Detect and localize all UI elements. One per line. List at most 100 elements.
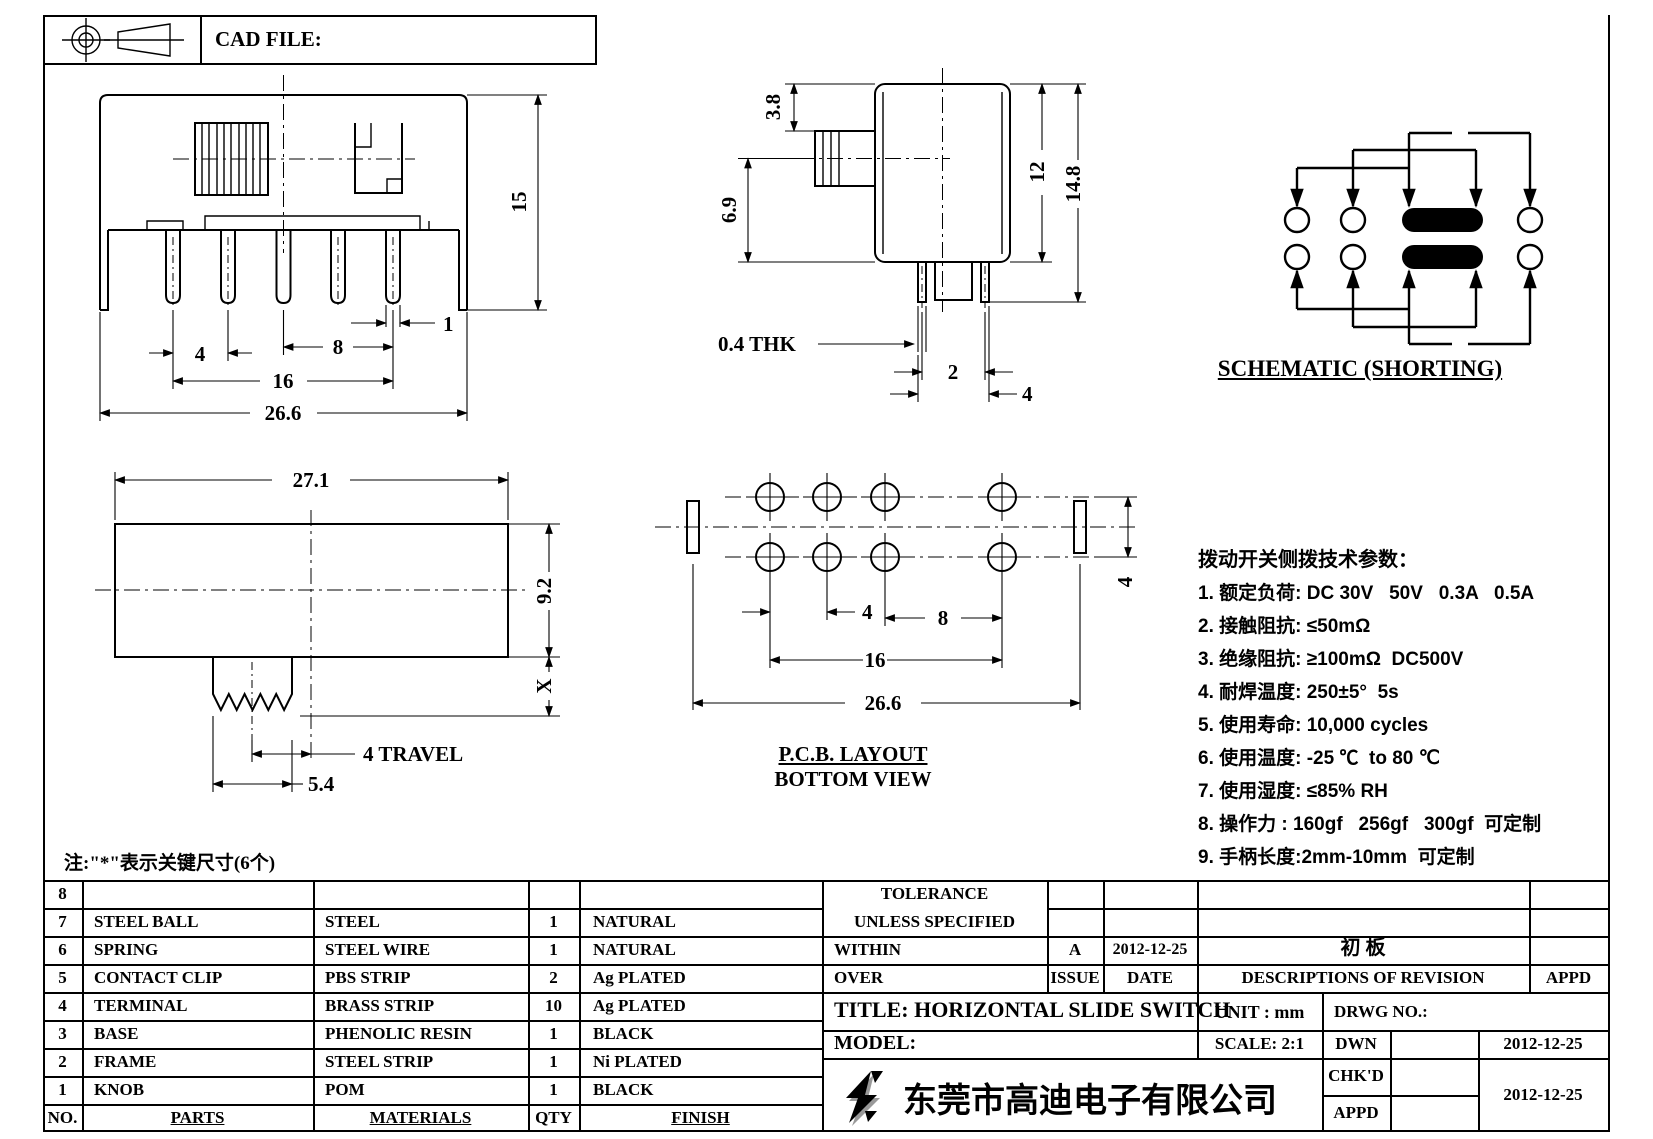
- model-label: MODEL:: [834, 1032, 917, 1054]
- bom-no: 1: [58, 1080, 67, 1099]
- bom-header-materials: MATERIALS: [369, 1108, 472, 1127]
- dim-label: 26.6: [265, 401, 302, 425]
- cad-block-bottom: [43, 63, 597, 65]
- third-angle-projection-icon: [62, 18, 110, 62]
- bom-material: PHENOLIC RESIN: [325, 1024, 472, 1043]
- bom-finish: NATURAL: [593, 912, 676, 931]
- pcb-slot: [1073, 500, 1087, 554]
- cad-block-right: [595, 15, 597, 65]
- dim-label: 16: [865, 648, 886, 672]
- pcb-caption-line2: BOTTOM VIEW: [774, 767, 932, 791]
- dim-label: 16: [273, 369, 294, 393]
- schematic-drawing: [1283, 131, 1544, 346]
- tech-params-block: 拨动开关侧拨技术参数： 1. 额定负荷: DC 30V 50V 0.3A 0.5…: [1198, 543, 1618, 874]
- bom-part: FRAME: [94, 1052, 157, 1071]
- bom-qty: 10: [545, 996, 562, 1015]
- bom-no: 2: [58, 1052, 67, 1071]
- bom-part: BASE: [94, 1024, 139, 1043]
- bom-finish: BLACK: [593, 1080, 654, 1099]
- bom-header-finish: FINISH: [671, 1108, 730, 1127]
- pcb-caption: P.C.B. LAYOUT BOTTOM VIEW: [763, 742, 943, 792]
- dim-label: 4: [1022, 382, 1033, 406]
- date-label: DATE: [1127, 968, 1173, 987]
- dim-label: 14.8: [1061, 166, 1085, 203]
- sheet-border-right: [1608, 15, 1610, 1132]
- dim-label: 6.9: [717, 197, 741, 223]
- issue-label: ISSUE: [1050, 968, 1100, 987]
- bom-no: 6: [58, 940, 67, 959]
- dim-label: 0.4 THK: [718, 332, 796, 356]
- tolerance-label2: UNLESS SPECIFIED: [853, 912, 1016, 931]
- within-label: WITHIN: [834, 940, 902, 959]
- company-logo-icon: [846, 1071, 883, 1126]
- tech-param-item: 2. 接触阻抗: ≤50mΩ: [1198, 616, 1371, 637]
- tolerance-label: TOLERANCE: [880, 884, 989, 903]
- bom-qty: 1: [549, 940, 558, 959]
- tech-params-heading: 拨动开关侧拨技术参数：: [1198, 549, 1418, 571]
- tech-param-item: 5. 使用寿命: 10,000 cycles: [1198, 715, 1429, 736]
- bom-finish: Ni PLATED: [593, 1052, 682, 1071]
- bom-finish: NATURAL: [593, 940, 676, 959]
- bom-qty: 2: [549, 968, 558, 987]
- dim-label: 26.6: [865, 691, 902, 715]
- dim-label: 4: [1113, 576, 1137, 587]
- appd-label: APPD: [1333, 1103, 1379, 1122]
- tech-param-item: 9. 手柄长度:2mm-10mm 可定制: [1198, 847, 1475, 868]
- revision-date-value: 2012-12-25: [1112, 941, 1188, 958]
- bom-header-parts: PARTS: [170, 1108, 225, 1127]
- bom-no: 5: [58, 968, 67, 987]
- dim-label: 9.2: [532, 578, 556, 604]
- company-name: 东莞市高迪电子有限公司: [903, 1082, 1277, 1120]
- bom-material: BRASS STRIP: [325, 996, 435, 1015]
- drawing-title: TITLE: HORIZONTAL SLIDE SWITCH: [834, 997, 1231, 1022]
- bom-part: KNOB: [94, 1080, 145, 1099]
- dim-label: 4 TRAVEL: [363, 742, 463, 766]
- truncated-cone-icon: [104, 23, 184, 57]
- dim-label: 3.8: [761, 94, 785, 120]
- bom-finish: BLACK: [593, 1024, 654, 1043]
- revision-value: 初 板: [1340, 937, 1386, 959]
- cad-block-divider: [200, 15, 202, 65]
- bom-material: STEEL WIRE: [325, 940, 431, 959]
- front-view-drawing: 15 1 4 8 16 26.6: [98, 75, 547, 425]
- bottom-table: 8 7 STEEL BALL STEEL 1 NATURAL 6 SPRING …: [43, 880, 1610, 1132]
- bom-no: 8: [58, 884, 67, 903]
- chkd-label: CHK'D: [1328, 1066, 1384, 1085]
- dim-label: 8: [333, 335, 344, 359]
- pcb-slot: [686, 500, 700, 554]
- tech-param-item: 7. 使用湿度: ≤85% RH: [1198, 781, 1388, 802]
- pcb-holes: [746, 473, 1026, 581]
- appd-column-label: APPD: [1545, 968, 1592, 987]
- bom-material: STEEL STRIP: [325, 1052, 434, 1071]
- dim-label: 8: [938, 606, 949, 630]
- unit-label: UNIT : mm: [1214, 1002, 1305, 1022]
- bom-finish: Ag PLATED: [593, 968, 686, 987]
- dim-label: 4: [195, 342, 206, 366]
- dim-label: 12: [1025, 162, 1049, 183]
- schematic-caption: SCHEMATIC (SHORTING): [1217, 356, 1503, 381]
- dim-label: 4: [862, 600, 873, 624]
- top-view-drawing: 27.1 9.2 X 4 TRAVEL 5.4: [95, 468, 560, 796]
- bom-material: POM: [325, 1080, 365, 1099]
- scale-label: SCALE: 2:1: [1214, 1034, 1305, 1053]
- bom-no: 7: [58, 912, 67, 931]
- drwg-no-label: DRWG NO.:: [1334, 1002, 1428, 1021]
- bom-no: 4: [58, 996, 67, 1015]
- bom-qty: 1: [549, 1080, 558, 1099]
- dim-label: 1: [443, 312, 454, 336]
- bom-qty: 1: [549, 912, 558, 931]
- bom-material: STEEL: [325, 912, 380, 931]
- key-dimension-note: 注:"*"表示关键尺寸(6个): [64, 853, 276, 874]
- side-view-drawing: 3.8 6.9 12 14.8 0.4 THK 2 4: [717, 68, 1086, 406]
- tech-param-item: 1. 额定负荷: DC 30V 50V 0.3A 0.5A: [1198, 583, 1535, 604]
- tech-param-item: 4. 耐焊温度: 250±5° 5s: [1198, 682, 1399, 703]
- pcb-layout-drawing: 4 8 16 26.6 4: [655, 473, 1140, 715]
- dim-label: 5.4: [308, 772, 335, 796]
- issue-value: A: [1068, 940, 1082, 959]
- shorting-contact: [1402, 245, 1483, 269]
- bom-material: PBS STRIP: [325, 968, 411, 987]
- bom-part: CONTACT CLIP: [94, 968, 223, 987]
- bom-header-no: NO.: [47, 1108, 78, 1127]
- dim-label: 27.1: [293, 468, 330, 492]
- tech-param-item: 8. 操作力 : 160gf 256gf 300gf 可定制: [1198, 814, 1542, 835]
